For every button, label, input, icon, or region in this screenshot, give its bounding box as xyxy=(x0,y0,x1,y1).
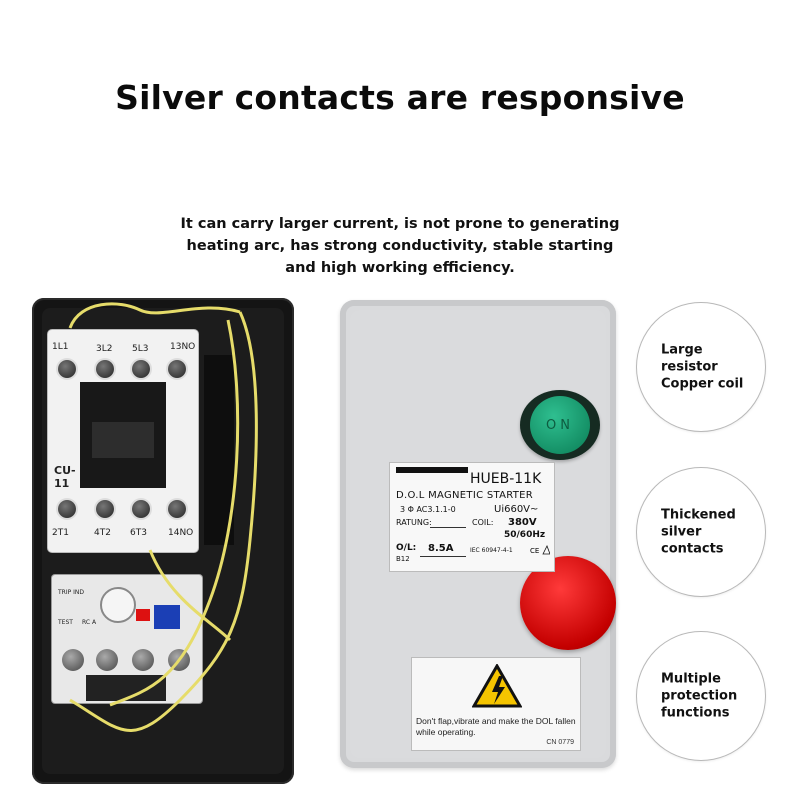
feature-copper-coil: Large resistor Copper coil xyxy=(637,303,765,431)
terminal-screw xyxy=(168,500,186,518)
feature-line: Thickened xyxy=(661,507,736,523)
start-button[interactable]: ON xyxy=(520,390,600,460)
contactor: 1L1 3L2 5L3 13NO CU-11 2T1 4T2 6T3 14NO xyxy=(48,330,198,552)
feature-line: protection xyxy=(661,688,738,704)
terminal-screw xyxy=(58,500,76,518)
output-terminals xyxy=(86,675,166,701)
terminal-screw xyxy=(96,360,114,378)
stop-button-small[interactable] xyxy=(136,609,150,621)
terminal-label: 13NO xyxy=(170,342,196,352)
svg-text:CE: CE xyxy=(530,547,539,555)
description-line: heating arc, has strong conductivity, st… xyxy=(186,238,614,254)
start-button-label: ON xyxy=(530,396,590,454)
feature-line: contacts xyxy=(661,541,724,557)
rule-line xyxy=(420,556,466,557)
terminal-screw xyxy=(58,360,76,378)
coil-label: COIL: xyxy=(472,518,494,527)
iec-standard: IEC 60947-4-1 xyxy=(470,547,513,554)
feature-line: resistor xyxy=(661,359,718,375)
warning-label: Don't flap,vibrate and make the DOL fall… xyxy=(412,658,580,750)
terminal-screw xyxy=(132,649,154,671)
starter-type: D.O.L MAGNETIC STARTER xyxy=(396,490,534,501)
contactor-model: CU-11 xyxy=(54,464,76,490)
terminal-screw xyxy=(168,649,190,671)
ol-sub-label: B12 xyxy=(396,555,410,563)
warning-triangle-icon xyxy=(472,664,522,708)
insulation-voltage: Ui660V~ xyxy=(494,504,539,515)
rule-line xyxy=(430,527,466,528)
nameplate-bar xyxy=(396,467,468,473)
terminal-label: 4T2 xyxy=(94,528,111,538)
feature-protection: Multiple protection functions xyxy=(637,632,765,760)
nameplate: HUEB-11K D.O.L MAGNETIC STARTER 3 Φ AC3.… xyxy=(390,463,554,571)
current-adjust-dial[interactable] xyxy=(100,587,136,623)
model-number: HUEB-11K xyxy=(470,471,542,487)
ol-label: O/L: xyxy=(396,543,417,553)
reset-label: RC A xyxy=(82,619,97,626)
contactor-armature xyxy=(80,382,166,488)
feature-line: functions xyxy=(661,705,730,721)
terminal-label: 1L1 xyxy=(52,342,69,352)
terminal-screw xyxy=(168,360,186,378)
feature-line: silver xyxy=(661,524,702,540)
stop-button[interactable] xyxy=(520,556,616,650)
ol-current: 8.5A xyxy=(428,543,454,554)
frequency: 50/60Hz xyxy=(504,530,546,540)
test-label: TEST xyxy=(58,619,73,626)
ratung-label: RATUNG: xyxy=(396,518,432,527)
description: It can carry larger current, is not pron… xyxy=(150,213,650,279)
warning-code: CN 0779 xyxy=(546,739,574,746)
reset-button[interactable] xyxy=(154,605,180,629)
terminal-screw xyxy=(62,649,84,671)
terminal-screw xyxy=(132,500,150,518)
coil-voltage: 380V xyxy=(508,517,537,528)
terminal-label: 14NO xyxy=(168,528,194,538)
terminal-label: 2T1 xyxy=(52,528,69,538)
feature-line: Copper coil xyxy=(661,376,744,392)
terminal-label: 6T3 xyxy=(130,528,147,538)
auxiliary-terminal-block xyxy=(204,355,234,545)
terminal-label: 5L3 xyxy=(132,344,149,354)
feature-line: Large xyxy=(661,342,703,358)
headline: Silver contacts are responsive xyxy=(115,78,685,117)
description-line: and high working efficiency. xyxy=(285,260,515,276)
terminal-screw xyxy=(132,360,150,378)
feature-line: Multiple xyxy=(661,671,721,687)
terminal-screw xyxy=(96,649,118,671)
warning-text: Don't flap,vibrate and make the DOL fall… xyxy=(416,716,576,737)
terminal-screw xyxy=(96,500,114,518)
thermal-overload-relay: TRIP IND TEST RC A xyxy=(52,575,202,703)
phase-rating: 3 Φ AC3.1.1-0 xyxy=(400,505,456,514)
description-line: It can carry larger current, is not pron… xyxy=(180,216,620,232)
terminal-label: 3L2 xyxy=(96,344,113,354)
feature-silver-contacts: Thickened silver contacts xyxy=(637,468,765,596)
trip-indicator-label: TRIP IND xyxy=(58,589,85,596)
certification-marks-icon: CE xyxy=(530,545,550,555)
